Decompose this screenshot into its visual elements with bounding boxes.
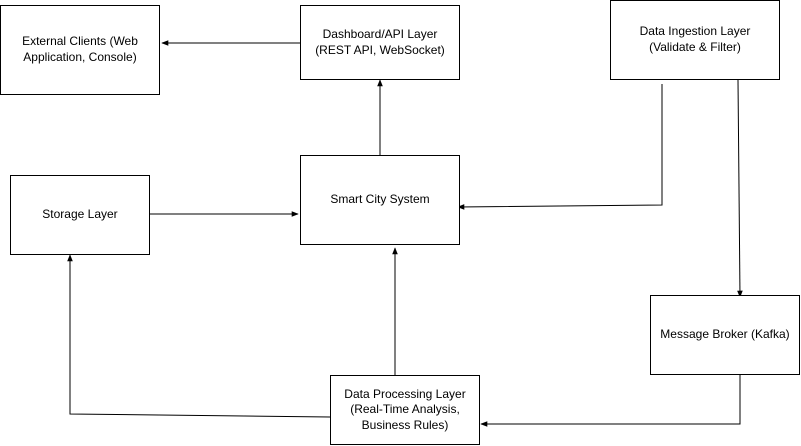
node-message-broker-label: Message Broker (Kafka) [660, 327, 790, 342]
node-data-processing-layer-label: Data Processing Layer (Real-Time Analysi… [344, 386, 466, 432]
edge-processing-to-storage [67, 254, 331, 418]
node-dashboard-api-layer[interactable]: Dashboard/API Layer (REST API, WebSocket… [300, 5, 460, 80]
node-smart-city-system-label: Smart City System [330, 192, 430, 207]
node-external-clients-label: External Clients (Web Application, Conso… [22, 34, 138, 64]
node-dashboard-api-layer-label: Dashboard/API Layer (REST API, WebSocket… [315, 26, 445, 57]
node-storage-layer[interactable]: Storage Layer [10, 175, 150, 255]
node-storage-layer-label: Storage Layer [42, 207, 118, 222]
node-external-clients[interactable]: External Clients (Web Application, Conso… [0, 5, 160, 95]
node-message-broker[interactable]: Message Broker (Kafka) [650, 295, 800, 375]
node-smart-city-system[interactable]: Smart City System [300, 155, 460, 245]
edge-ingestion-to-smart-city [457, 84, 663, 210]
edge-ingestion-to-message-broker [737, 79, 743, 298]
edge-message-broker-to-processing [480, 375, 741, 427]
node-data-ingestion-layer[interactable]: Data Ingestion Layer (Validate & Filter) [610, 0, 780, 80]
node-data-ingestion-layer-label: Data Ingestion Layer (Validate & Filter) [639, 24, 751, 54]
node-data-processing-layer[interactable]: Data Processing Layer (Real-Time Analysi… [330, 375, 480, 445]
